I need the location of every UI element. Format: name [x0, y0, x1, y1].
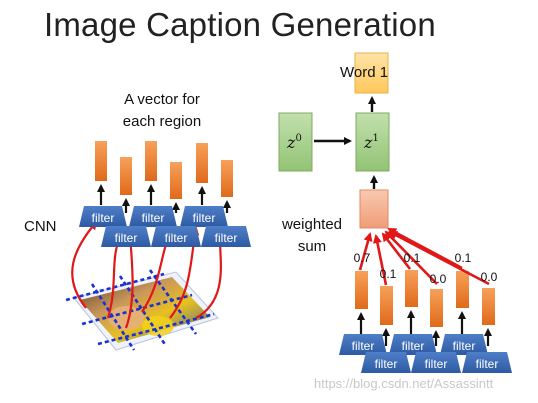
weighted-sum-label: weighted sum: [273, 214, 351, 258]
vector-bar: [430, 289, 443, 327]
vector-caption-line1: A vector for: [124, 91, 200, 108]
vector-bar: [170, 162, 182, 199]
filters-left-back: [79, 206, 228, 227]
z1-label: z1: [363, 133, 379, 152]
vector-bar: [482, 288, 495, 325]
filter-shape: [411, 352, 461, 373]
region-grid: [65, 269, 215, 351]
vector-bar: [405, 270, 418, 307]
filter-shape: [201, 226, 251, 247]
face-region: [108, 306, 144, 330]
filter-label: filter: [352, 339, 375, 353]
filter-label: filter: [375, 357, 398, 371]
region-vectors-left: [95, 141, 233, 199]
vector-bar: [120, 157, 132, 195]
filter-label: filter: [402, 339, 425, 353]
filter-to-vector-arrows-left: [97, 184, 231, 213]
filters-right-back: [339, 334, 488, 355]
filter-label: filter: [142, 211, 165, 225]
filter-shape: [180, 206, 228, 227]
filter-label: filter: [453, 339, 476, 353]
z1-box: [355, 112, 390, 172]
word-label: Word 1: [340, 64, 389, 81]
attention-arrows: [358, 227, 490, 286]
cnn-label: CNN: [24, 218, 57, 235]
vector-caption: A vector for each region: [106, 89, 218, 133]
weight-label: 0.0: [481, 270, 498, 284]
word-box: [354, 52, 389, 94]
filters-right-front: [361, 352, 512, 373]
filter-label: filter: [215, 231, 238, 245]
filter-shape: [440, 334, 488, 355]
filter-label: filter: [165, 231, 188, 245]
weight-label: 0.0: [430, 272, 447, 286]
vector-caption-line2: each region: [122, 113, 202, 130]
input-image: [65, 269, 219, 351]
filter-label: filter: [425, 357, 448, 371]
filter-shape: [101, 226, 151, 247]
weight-label: 0.7: [354, 251, 371, 265]
region-vectors-right: [355, 270, 495, 327]
weight-label: 0.1: [380, 267, 397, 281]
filter-shape: [361, 352, 411, 373]
vector-bar: [355, 271, 368, 309]
weight-label: 0.1: [455, 251, 472, 265]
z0-label: z0: [286, 133, 302, 152]
filter-shape: [389, 334, 437, 355]
weight-label: 0.1: [404, 251, 421, 265]
vector-bar: [221, 160, 233, 197]
state-arrows: [314, 96, 378, 189]
vector-bar: [145, 141, 157, 181]
filters-left-front: [101, 226, 251, 247]
filter-label: filter: [92, 211, 115, 225]
filter-shape: [462, 352, 512, 373]
filter-to-vector-arrows-right: [357, 310, 492, 346]
vector-bar: [380, 286, 393, 325]
filter-shape: [151, 226, 201, 247]
watermark: https://blog.csdn.net/Assassintt: [314, 376, 494, 391]
weighted-sum-line2: sum: [297, 238, 327, 255]
filter-label: filter: [115, 231, 138, 245]
filter-label: filter: [476, 357, 499, 371]
weighted-sum-line1: weighted: [281, 216, 343, 233]
weighted-sum-box: [359, 189, 389, 229]
z0-box: [278, 112, 313, 172]
filter-shape: [79, 206, 127, 227]
filter-shape: [129, 206, 177, 227]
vector-bar: [456, 271, 469, 308]
vector-bar: [196, 143, 208, 183]
vector-bar: [95, 141, 107, 181]
filter-label: filter: [193, 211, 216, 225]
yellow-region: [142, 316, 174, 336]
page-title: Image Caption Generation: [44, 6, 436, 43]
filter-shape: [339, 334, 387, 355]
